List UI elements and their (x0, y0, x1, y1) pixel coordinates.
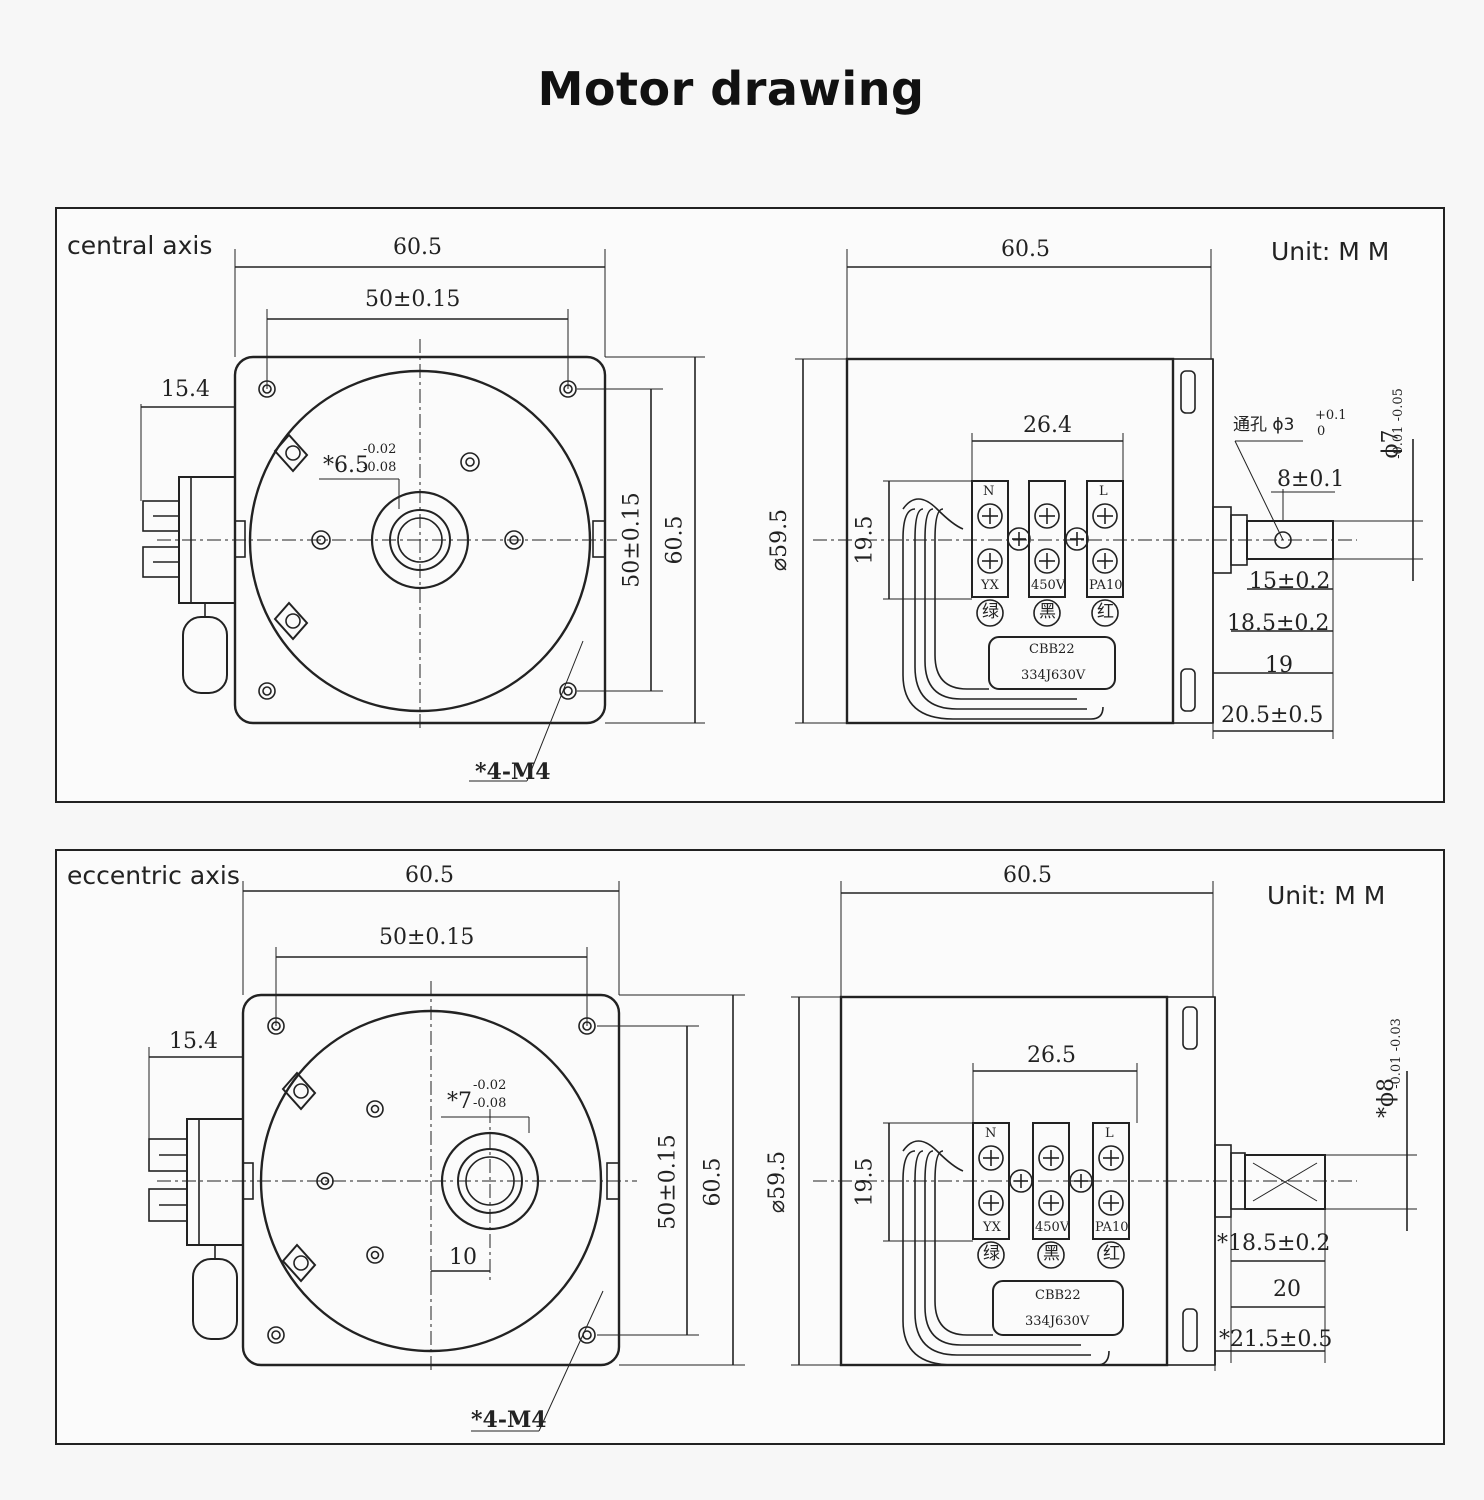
front-hole-spacing: 50±0.15 (365, 287, 461, 312)
terminal-label-450v: 450V (1031, 578, 1066, 593)
shaft-dia: *7 (447, 1089, 472, 1114)
capacitor-model: CBB22 (1035, 1288, 1081, 1303)
terminal-offset: 15.4 (169, 1029, 218, 1054)
terminal-label-pa10: PA10 (1089, 578, 1123, 593)
side-view (795, 249, 1423, 739)
side-overall-length: 60.5 (1003, 863, 1052, 888)
front-view (148, 881, 745, 1432)
through-hole-tol-upper: +0.1 (1315, 408, 1347, 423)
vertical-hole-spacing: 50±0.15 (655, 1134, 681, 1230)
through-hole-tol-lower: 0 (1317, 424, 1326, 439)
side-shaft-tol: -0.01 -0.05 (1390, 388, 1406, 459)
dim-18-5: 18.5±0.2 (1227, 611, 1330, 636)
dim-19: 19 (1265, 653, 1293, 678)
mount-holes-label: *4-M4 (475, 759, 551, 785)
body-dia: ⌀59.5 (767, 508, 793, 572)
eccentric-axis-panel: eccentric axis Unit: M M 60.5 50±0.15 15… (55, 849, 1445, 1445)
wire-color-red: 红 (1103, 1244, 1120, 1264)
wire-color-black: 黑 (1039, 602, 1056, 622)
dim-15: 15±0.2 (1249, 569, 1331, 594)
side-overall-length: 60.5 (1001, 237, 1050, 262)
dim-20-5: 20.5±0.5 (1221, 703, 1324, 728)
flat-width: 8±0.1 (1277, 467, 1345, 492)
unit-label: Unit: M M (1271, 237, 1390, 266)
central-axis-panel: central axis Unit: M M 60.5 50±0.15 15.4… (55, 207, 1445, 803)
overall-height: 60.5 (700, 1157, 726, 1207)
dim-18-5: *18.5±0.2 (1217, 1231, 1331, 1256)
shaft-dia: *6.5 (323, 453, 369, 478)
terminal-label-yx: YX (983, 1220, 1001, 1235)
through-hole-label: 通孔 ϕ3 (1233, 415, 1295, 435)
wire-color-black: 黑 (1043, 1244, 1060, 1264)
terminal-label-pa10: PA10 (1095, 1220, 1129, 1235)
terminal-l: L (1105, 1126, 1114, 1141)
panel-label: central axis (67, 231, 213, 260)
front-overall-width: 60.5 (393, 235, 442, 260)
capacitor-rating: 334J630V (1021, 668, 1086, 683)
terminal-offset: 15.4 (161, 377, 210, 402)
wire-color-green: 绿 (983, 1244, 1000, 1264)
terminal-height: 19.5 (852, 1157, 878, 1207)
front-view (140, 249, 705, 782)
front-hole-spacing: 50±0.15 (379, 925, 475, 950)
side-view (791, 881, 1417, 1371)
eccentric-offset: 10 (449, 1245, 477, 1270)
unit-label: Unit: M M (1267, 881, 1386, 910)
terminal-l: L (1099, 484, 1108, 499)
terminal-pitch: 26.4 (1023, 413, 1072, 438)
dim-21-5: *21.5±0.5 (1219, 1327, 1333, 1352)
eccentric-axis-drawing (148, 881, 1417, 1432)
dim-20: 20 (1273, 1277, 1301, 1302)
terminal-height: 19.5 (852, 515, 878, 565)
central-axis-drawing (140, 249, 1423, 782)
front-overall-width: 60.5 (405, 863, 454, 888)
capacitor-rating: 334J630V (1025, 1314, 1090, 1329)
shaft-tol-lower: -0.08 (473, 1096, 507, 1111)
terminal-label-450v: 450V (1035, 1220, 1070, 1235)
panel-label: eccentric axis (67, 861, 240, 890)
wire-color-red: 红 (1097, 602, 1114, 622)
shaft-tol-upper: -0.02 (363, 442, 397, 457)
overall-height: 60.5 (662, 515, 688, 565)
terminal-label-yx: YX (981, 578, 999, 593)
shaft-tol-lower: -0.08 (363, 460, 397, 475)
mount-holes-label: *4-M4 (471, 1407, 547, 1433)
vertical-hole-spacing: 50±0.15 (619, 492, 645, 588)
side-shaft-tol: -0.01 -0.03 (1388, 1018, 1404, 1089)
terminal-n: N (985, 1126, 997, 1141)
terminal-pitch: 26.5 (1027, 1043, 1076, 1068)
capacitor-model: CBB22 (1029, 642, 1075, 657)
shaft-tol-upper: -0.02 (473, 1078, 507, 1093)
body-dia: ⌀59.5 (765, 1150, 791, 1214)
page-title: Motor drawing (537, 62, 925, 116)
wire-color-green: 绿 (982, 602, 999, 622)
terminal-n: N (983, 484, 995, 499)
